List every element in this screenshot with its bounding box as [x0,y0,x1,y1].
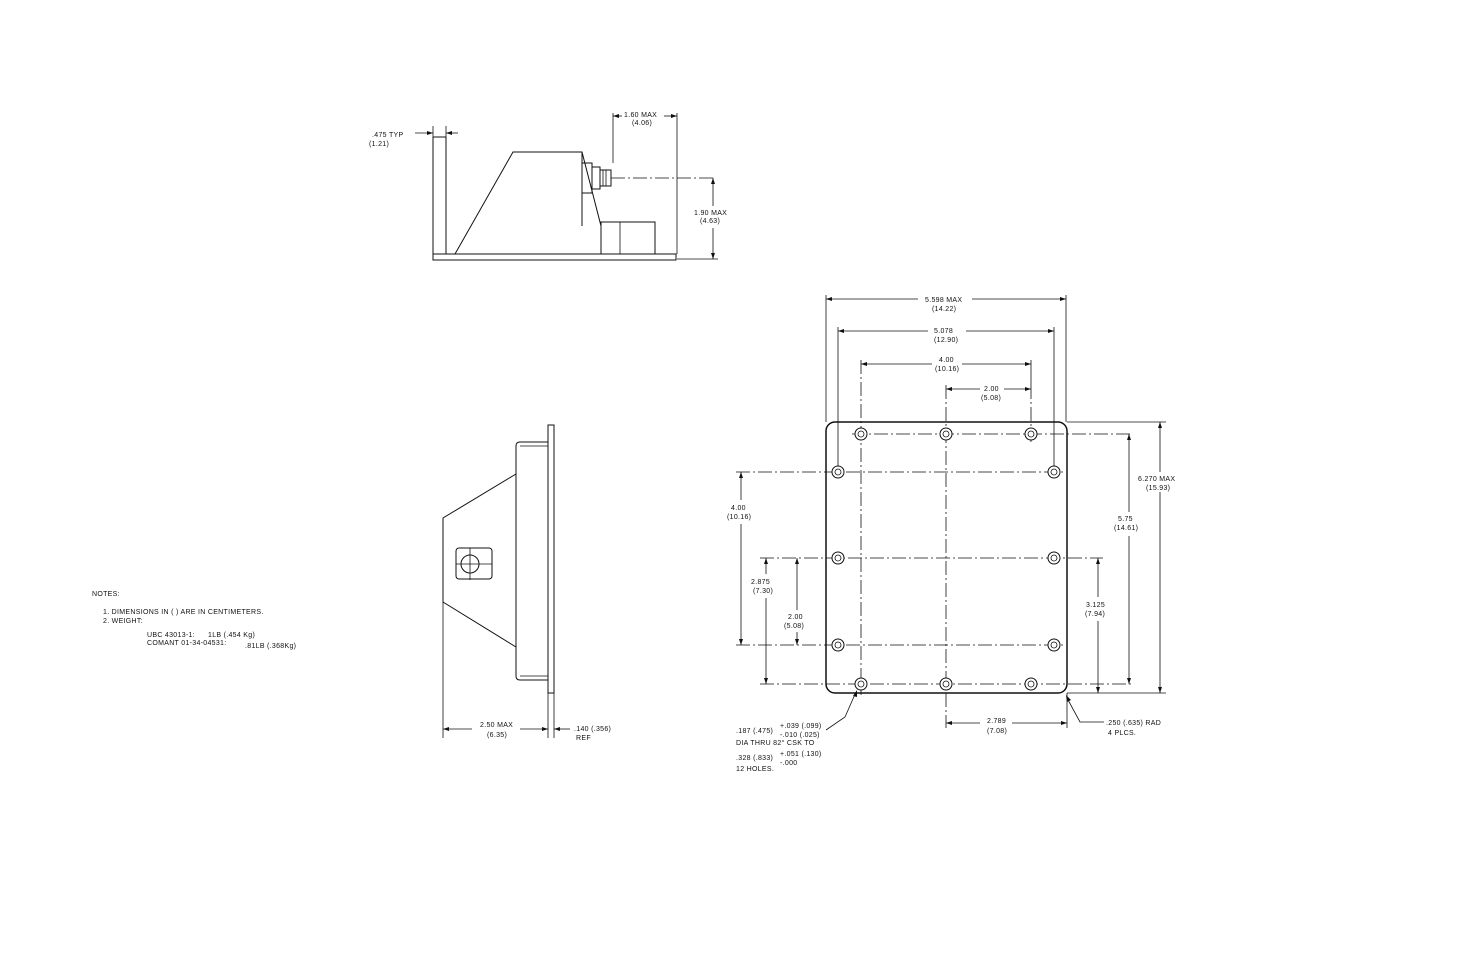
left-mid-label: 2.875 [751,579,770,586]
hole-icon [854,427,868,441]
side-view-housing [454,151,602,255]
hole-icon [831,638,845,652]
hole-icon [1024,677,1038,691]
hole-icon [939,677,953,691]
end-view: 2.50 MAX (6.35) .140 (.356) REF [442,424,611,742]
hole-vertical-span-label: 5.75 [1118,516,1133,523]
corner-radius-label: .250 (.635) RAD [1106,720,1161,727]
plan-view: 5.598 MAX (14.22) 5.078 (12.90) 4.00 (10… [727,295,1175,773]
depth-label: 2.50 MAX [480,722,513,729]
hole-note-csk-diameter: .328 (.833) [736,755,773,762]
hole-icon [831,551,845,565]
hole-vertical-span-cm: (14.61) [1114,525,1138,532]
hole-span-outer-label: 5.078 [934,328,953,335]
hole-icon [1047,638,1061,652]
left-low-cm: (5.08) [784,623,804,630]
hole-note-tol-plus: +.039 (.099) [780,723,822,730]
hole-span-inner-label: 4.00 [939,357,954,364]
right-mid-cm: (7.94) [1085,611,1105,618]
hole-icon [939,427,953,441]
overall-width-label: 5.598 MAX [925,297,962,304]
hole-note-count: 12 HOLES. [736,766,774,773]
side-view-back-box [600,221,656,255]
weight-1-label: UBC 43013-1: [147,632,195,639]
mounting-holes [831,427,1061,691]
hole-icon [854,677,868,691]
hole-note-csk-plus: +.051 (.130) [780,751,822,758]
hole-note-tol-minus: -.010 (.025) [780,732,820,739]
depth-cm: (6.35) [487,732,507,739]
connector-projection-cm: (4.06) [632,120,652,127]
bottom-offset-cm: (7.08) [987,728,1007,735]
hole-icon [1047,465,1061,479]
weight-2-value: .81LB (.368Kg) [245,643,296,650]
connector-face-icon [455,547,493,580]
hole-note-diameter: .187 (.475) [736,728,773,735]
note-1: 1. DIMENSIONS IN ( ) ARE IN CENTIMETERS. [103,609,264,616]
corner-radius-count: 4 PLCS. [1108,730,1136,737]
left-mid-cm: (7.30) [753,588,773,595]
left-span-cm: (10.16) [727,514,751,521]
connector-icon [581,162,612,194]
notes-block: NOTES: 1. DIMENSIONS IN ( ) ARE IN CENTI… [92,591,296,650]
left-low-label: 2.00 [788,614,803,621]
end-view-body [515,441,548,681]
hole-half-span-cm: (5.08) [981,395,1001,402]
left-span-label: 4.00 [731,505,746,512]
plate-label: .140 (.356) [574,726,611,733]
weight-2-label: COMANT 01-34-04531: [147,640,227,647]
hole-half-span-label: 2.00 [984,386,999,393]
flange-thickness-cm: (1.21) [369,141,389,148]
hole-span-outer-cm: (12.90) [934,337,958,344]
overall-height-label: 6.270 MAX [1138,476,1175,483]
bottom-offset-label: 2.789 [987,718,1006,725]
weight-1-value: 1LB (.454 Kg) [208,632,255,639]
overall-height-cm: (15.93) [1146,485,1170,492]
hole-icon [831,465,845,479]
height-cm: (4.63) [700,218,720,225]
side-view-base-plate [432,253,677,261]
hole-icon [1047,551,1061,565]
hole-span-inner-cm: (10.16) [935,366,959,373]
notes-title: NOTES: [92,591,120,598]
flange-thickness-label: .475 TYP [372,132,403,139]
plate-ref: REF [576,735,591,742]
overall-width-cm: (14.22) [932,306,956,313]
side-view: .475 TYP (1.21) 1.60 MAX (4.06) 1.90 MAX… [369,112,727,261]
hole-icon [1024,427,1038,441]
hole-note-countersink: DIA THRU 82° CSK TO [736,739,815,747]
end-view-plate [547,424,555,694]
connector-projection-label: 1.60 MAX [624,112,657,119]
height-label: 1.90 MAX [694,210,727,217]
right-mid-label: 3.125 [1086,602,1105,609]
note-2: 2. WEIGHT: [103,618,143,625]
plan-view-plate [825,421,1068,694]
hole-note-csk-minus: -.000 [780,760,797,767]
